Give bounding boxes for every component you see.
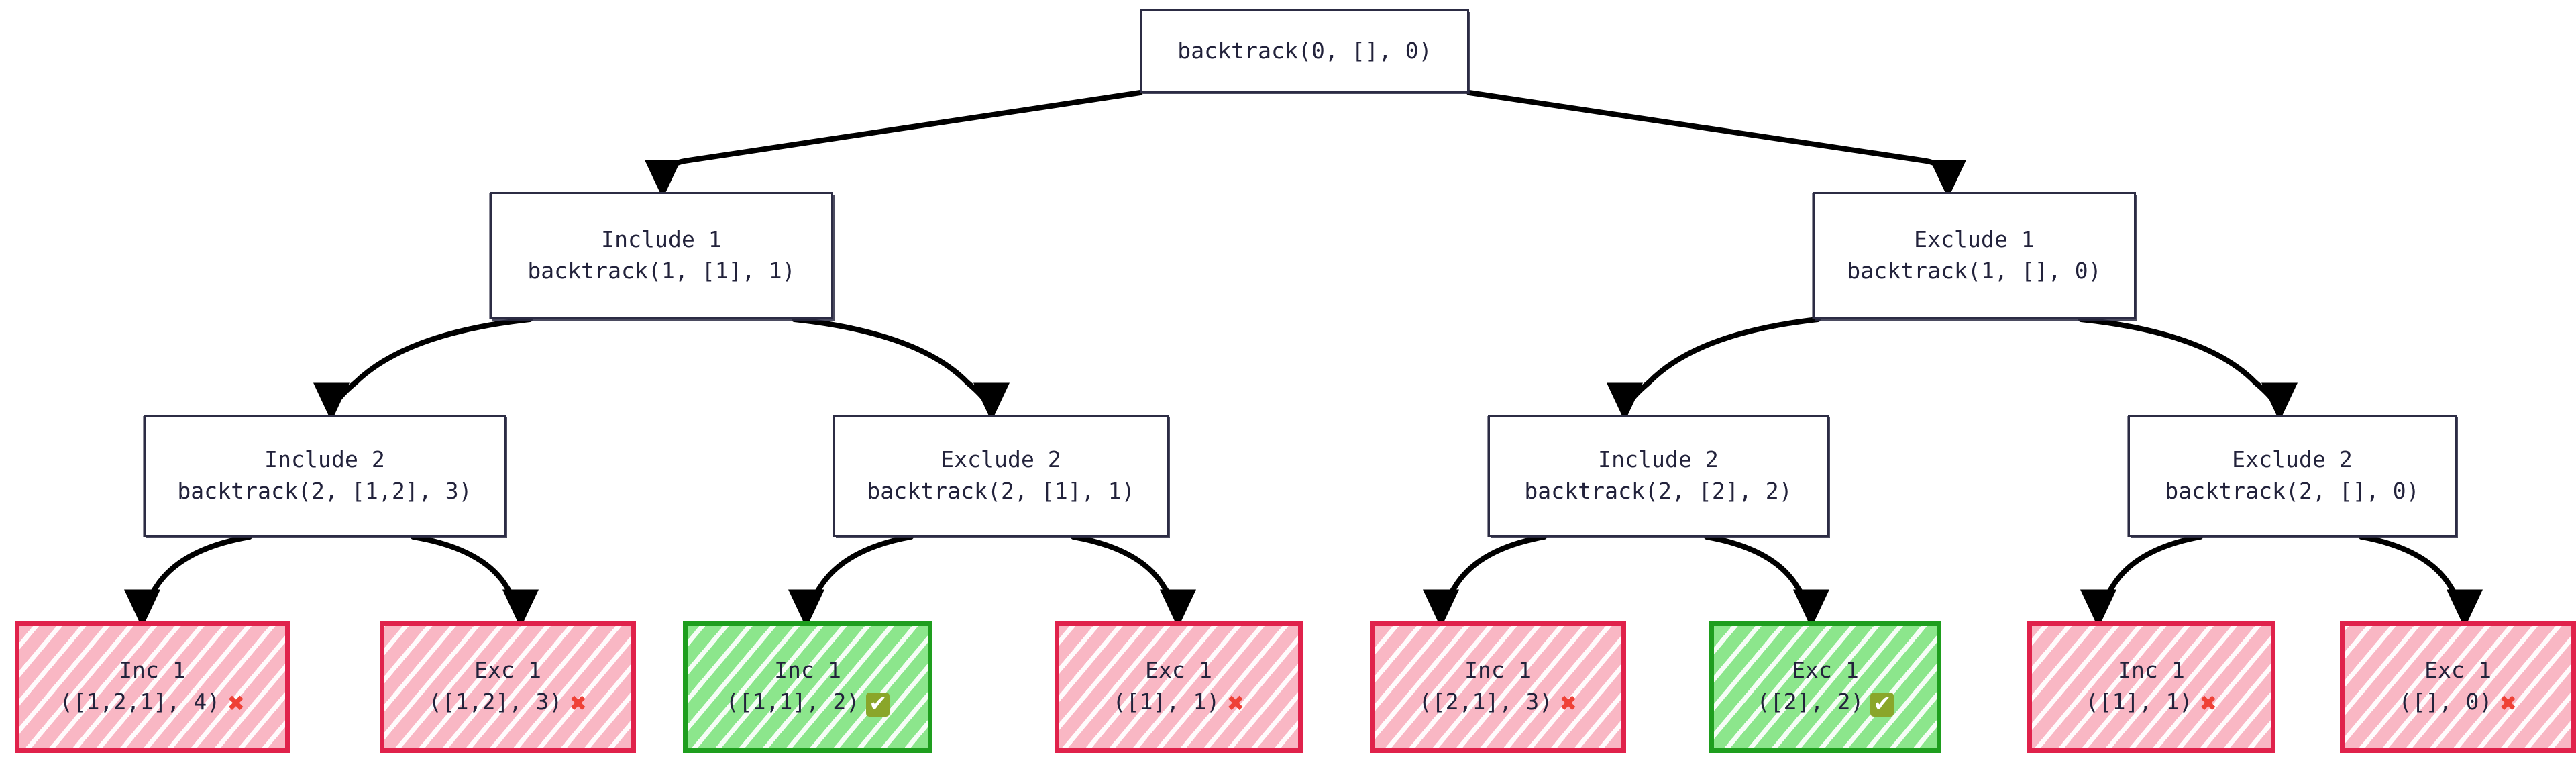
node-leaf-2-title: Exc 1 (474, 657, 541, 684)
node-exclude2-b[interactable]: Exclude 2 backtrack(2, [], 0) (2128, 415, 2457, 537)
edge-exclude2a-to-leaf3 (788, 534, 914, 628)
node-leaf-5-title: Inc 1 (1464, 657, 1532, 684)
node-include1-title: Include 1 (601, 226, 722, 253)
node-leaf-3[interactable]: Inc 1 ([1,1], 2)✔ (683, 621, 932, 753)
cross-mark-icon: ✖ (2499, 690, 2518, 717)
node-leaf-6-title: Exc 1 (1792, 657, 1859, 684)
edge-include2b-to-leaf5 (1423, 534, 1547, 628)
node-leaf-8-result: ([], 0)✖ (2399, 686, 2518, 719)
edge-include1-to-include2a (313, 317, 533, 421)
node-leaf-5-result: ([2,1], 3)✖ (1419, 686, 1578, 719)
edge-exclude2b-to-leaf7 (2080, 534, 2203, 628)
node-include2-a-call: backtrack(2, [1,2], 3) (177, 478, 472, 504)
node-include2-a-title: Include 2 (264, 446, 385, 473)
node-exclude2-a-title: Exclude 2 (941, 446, 1061, 473)
node-leaf-8-title: Exc 1 (2424, 657, 2491, 684)
node-exclude2-b-call: backtrack(2, [], 0) (2165, 478, 2420, 504)
edge-exclude2b-to-leaf8 (2359, 534, 2483, 628)
node-exclude2-b-title: Exclude 2 (2232, 446, 2353, 473)
edge-exclude2a-to-leaf4 (1071, 534, 1196, 628)
edge-exclude1-to-include2b (1607, 317, 1821, 421)
edge-root-to-include1 (645, 90, 1143, 199)
node-leaf-3-result: ([1,1], 2)✔ (726, 686, 890, 719)
node-leaf-1[interactable]: Inc 1 ([1,2,1], 4)✖ (15, 621, 290, 753)
edge-include1-to-exclude2a (792, 317, 1010, 421)
node-leaf-4-title: Exc 1 (1145, 657, 1212, 684)
cross-mark-icon: ✖ (1226, 690, 1245, 717)
node-root-label: backtrack(0, [], 0) (1177, 37, 1432, 64)
node-leaf-7-title: Inc 1 (2118, 657, 2185, 684)
edge-exclude1-to-exclude2b (2078, 317, 2298, 421)
node-leaf-3-title: Inc 1 (774, 657, 841, 684)
node-exclude2-a-call: backtrack(2, [1], 1) (867, 478, 1135, 504)
cross-mark-icon: ✖ (2199, 690, 2218, 717)
node-leaf-4[interactable]: Exc 1 ([1], 1)✖ (1055, 621, 1303, 753)
cross-mark-icon: ✖ (227, 690, 246, 717)
edge-root-to-exclude1 (1466, 90, 1966, 199)
edge-include2a-to-leaf1 (124, 534, 252, 628)
node-leaf-6[interactable]: Exc 1 ([2], 2)✔ (1709, 621, 1941, 753)
cross-mark-icon: ✖ (1559, 690, 1578, 717)
node-leaf-5[interactable]: Inc 1 ([2,1], 3)✖ (1370, 621, 1626, 753)
node-leaf-1-title: Inc 1 (119, 657, 186, 684)
node-leaf-2-result: ([1,2], 3)✖ (429, 686, 588, 719)
node-include1-call: backtrack(1, [1], 1) (527, 258, 796, 284)
node-leaf-7[interactable]: Inc 1 ([1], 1)✖ (2027, 621, 2275, 753)
node-include2-a[interactable]: Include 2 backtrack(2, [1,2], 3) (144, 415, 506, 537)
node-exclude1-title: Exclude 1 (1914, 226, 2035, 253)
node-include2-b-title: Include 2 (1598, 446, 1719, 473)
edge-include2a-to-leaf2 (411, 534, 539, 628)
node-include2-b[interactable]: Include 2 backtrack(2, [2], 2) (1488, 415, 1829, 537)
node-root[interactable]: backtrack(0, [], 0) (1140, 9, 1469, 93)
check-mark-icon: ✔ (1870, 688, 1894, 719)
node-exclude2-a[interactable]: Exclude 2 backtrack(2, [1], 1) (833, 415, 1169, 537)
node-leaf-6-result: ([2], 2)✔ (1757, 686, 1894, 719)
node-leaf-7-result: ([1], 1)✖ (2086, 686, 2218, 719)
node-leaf-1-result: ([1,2,1], 4)✖ (60, 686, 246, 719)
edge-include2b-to-leaf6 (1704, 534, 1829, 628)
check-mark-icon: ✔ (866, 688, 890, 719)
node-leaf-2[interactable]: Exc 1 ([1,2], 3)✖ (380, 621, 636, 753)
node-include1[interactable]: Include 1 backtrack(1, [1], 1) (490, 192, 833, 319)
cross-mark-icon: ✖ (569, 690, 588, 717)
node-exclude1[interactable]: Exclude 1 backtrack(1, [], 0) (1813, 192, 2136, 319)
node-leaf-4-result: ([1], 1)✖ (1113, 686, 1245, 719)
node-exclude1-call: backtrack(1, [], 0) (1847, 258, 2102, 284)
node-include2-b-call: backtrack(2, [2], 2) (1524, 478, 1792, 504)
node-leaf-8[interactable]: Exc 1 ([], 0)✖ (2340, 621, 2576, 753)
